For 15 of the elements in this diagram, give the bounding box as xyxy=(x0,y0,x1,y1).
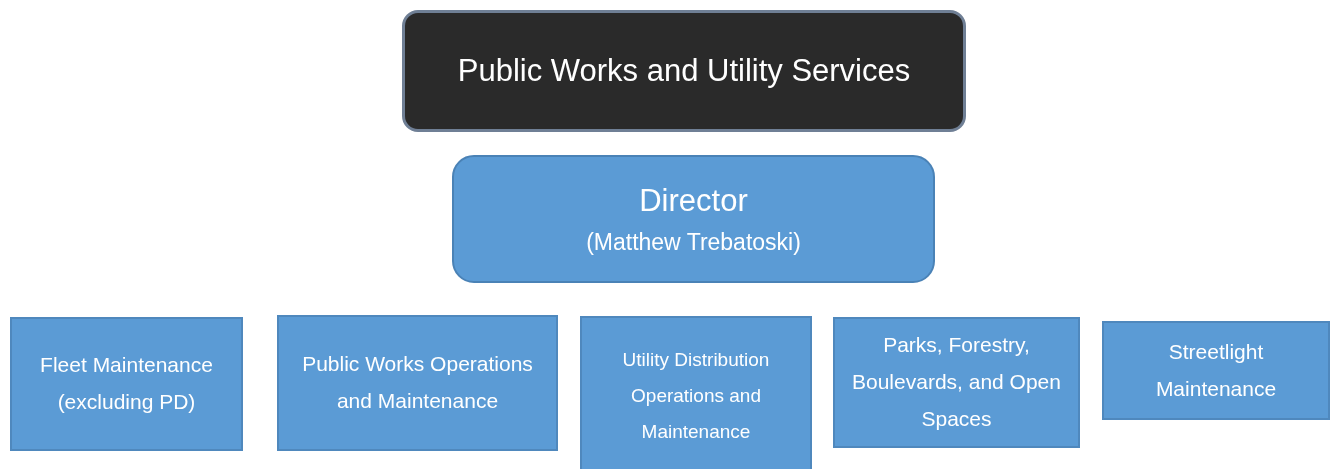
department-box xyxy=(580,316,812,469)
title-box xyxy=(402,10,966,132)
role-title: Director xyxy=(639,182,748,219)
box-label: Fleet Maintenance (excluding PD) xyxy=(39,352,214,415)
box-label: Utility Distribution Operations and Maintenance xyxy=(621,347,771,445)
person-name: (Matthew Trebatoski) xyxy=(586,228,801,256)
department-box xyxy=(1102,321,1330,420)
box-label: Parks, Forestry, Boulevards, and Open Spaces xyxy=(851,332,1062,432)
director-box xyxy=(452,155,935,283)
department-box xyxy=(10,317,243,451)
department-box xyxy=(277,315,558,451)
box-label: Public Works Operations and Maintenance xyxy=(301,351,534,414)
box-label: Public Works and Utility Services xyxy=(457,53,911,89)
department-box xyxy=(833,317,1080,448)
box-label: Streetlight Maintenance xyxy=(1154,338,1278,402)
